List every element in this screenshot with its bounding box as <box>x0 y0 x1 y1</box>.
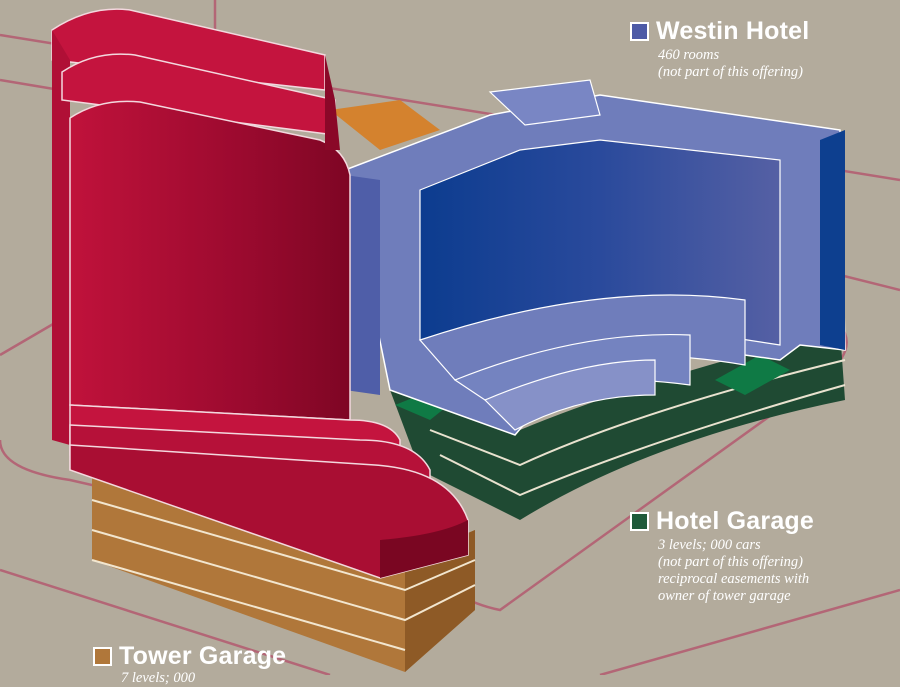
hotel-garage-line: (not part of this offering) <box>658 554 803 570</box>
hotel-garage-line: owner of tower garage <box>658 588 791 604</box>
legend-hotel-garage: Hotel Garage 3 levels; 000 cars (not par… <box>630 508 814 605</box>
hotel-garage-line: reciprocal easements with <box>658 571 810 587</box>
tower-garage-block <box>91 100 476 672</box>
westin-line: 460 rooms <box>658 47 720 63</box>
tower-garage-title: Tower Garage <box>119 642 287 670</box>
hotel-garage-line: 3 levels; 000 cars <box>658 537 761 553</box>
tower-garage-line: 7 levels; 000 <box>121 670 196 686</box>
westin-hotel-block <box>344 79 846 436</box>
tower-garage-swatch <box>93 647 112 666</box>
legend-westin-hotel: Westin Hotel 460 rooms (not part of this… <box>630 18 809 81</box>
tower-garage-description: 7 levels; 000 <box>121 670 286 687</box>
hotel-garage-swatch <box>630 512 649 531</box>
westin-swatch <box>630 22 649 41</box>
hotel-garage-block <box>390 330 846 520</box>
hotel-garage-title: Hotel Garage <box>656 507 815 535</box>
legend-tower-garage: Tower Garage 7 levels; 000 <box>93 643 286 687</box>
westin-description: 460 rooms (not part of this offering) <box>658 47 809 81</box>
westin-line: (not part of this offering) <box>658 64 803 80</box>
westin-title: Westin Hotel <box>656 17 810 45</box>
hotel-garage-description: 3 levels; 000 cars (not part of this off… <box>658 537 814 605</box>
office-tower-block <box>51 8 469 579</box>
